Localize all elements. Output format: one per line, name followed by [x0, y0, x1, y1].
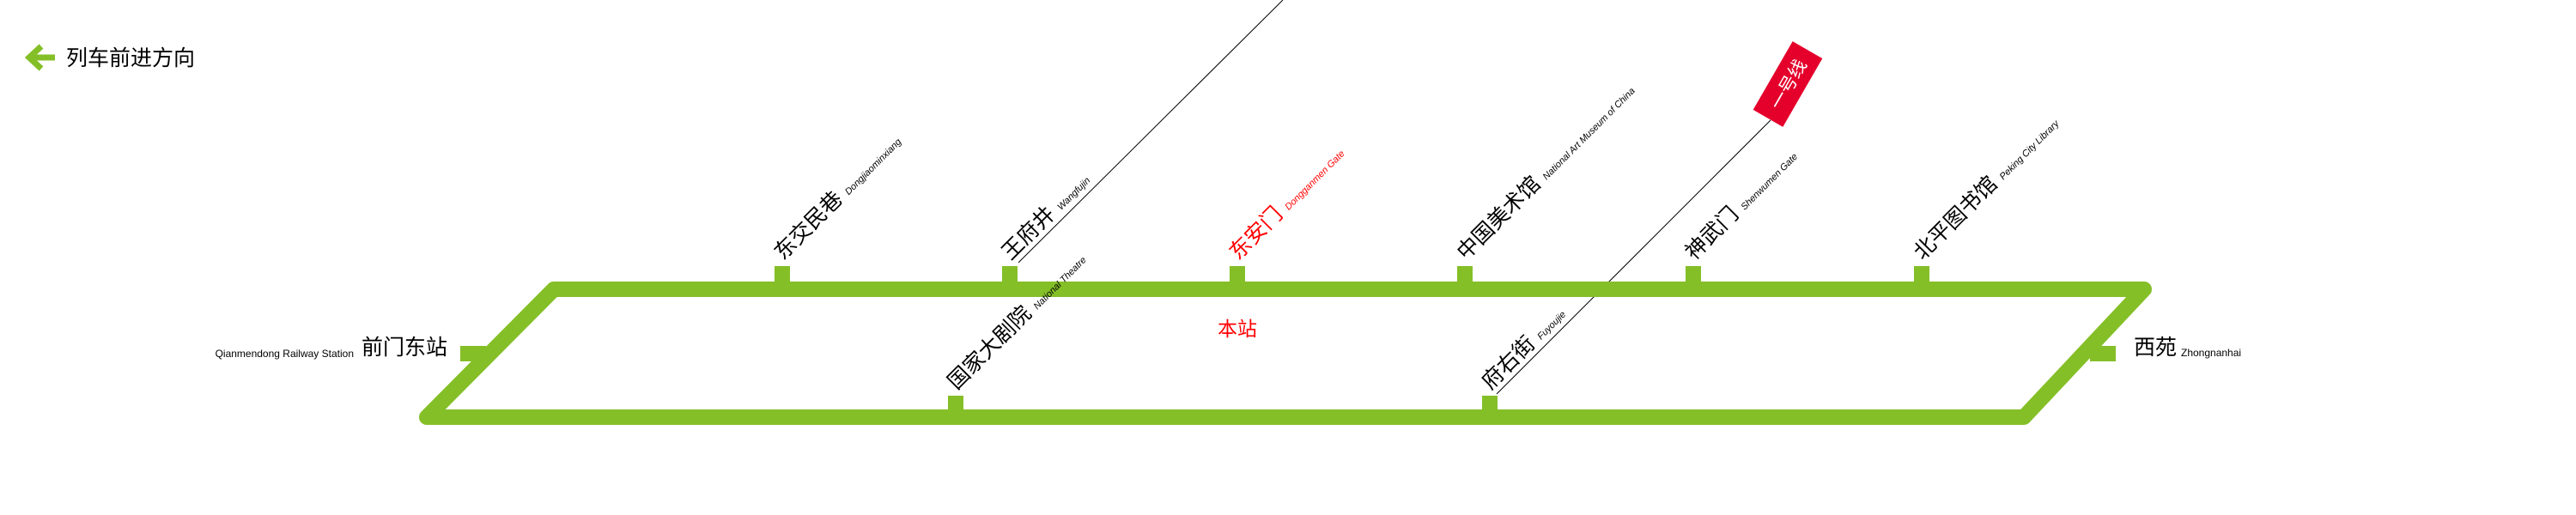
direction-label: 列车前进方向	[66, 45, 195, 70]
arrow-left-icon	[24, 44, 55, 71]
station-name-en: Dongjiaominxiang	[843, 136, 904, 197]
station-label[interactable]: 府右街Fuyoujie	[1477, 301, 1571, 395]
station-name-en: Peking City Library	[1998, 118, 2063, 182]
station-name-cn: 国家大剧院	[943, 300, 1036, 394]
station-tick-qianmendong[interactable]	[460, 346, 486, 361]
station-name-en: Shenwumen Gate	[1739, 152, 1800, 213]
station-tick-xiyuan[interactable]	[2090, 346, 2116, 361]
station-tick[interactable]	[1457, 266, 1473, 289]
station-tick-current[interactable]	[1230, 266, 1245, 289]
station-tick[interactable]	[1686, 266, 1701, 289]
station-label[interactable]: 东交民巷Dongjiaominxiang	[769, 128, 906, 264]
station-tick[interactable]	[1482, 396, 1498, 417]
terminal-left-en: Qianmendong Railway Station	[216, 348, 354, 360]
station-name-cn: 王府井	[997, 202, 1060, 265]
station-tick[interactable]	[1914, 266, 1929, 289]
station-label[interactable]: 中国美术馆National Art Museum of China	[1452, 77, 1639, 264]
current-station-label: 本站	[1218, 318, 1257, 341]
station-tick[interactable]	[1002, 266, 1018, 289]
station-label[interactable]: 北平图书馆Peking City Library	[1909, 109, 2064, 264]
station-name-cn: 中国美术馆	[1452, 171, 1546, 264]
metro-loop-line	[419, 282, 2152, 425]
terminal-right-en: Zhongnanhai	[2181, 347, 2241, 359]
station-name-cn: 东交民巷	[769, 186, 848, 264]
station-name-cn: 神武门	[1680, 202, 1744, 265]
station-tick[interactable]	[948, 396, 963, 417]
station-name-cn: 北平图书馆	[1909, 171, 2002, 264]
station-name-en: Dongganmen Gate	[1283, 148, 1346, 212]
station-label-current[interactable]: 东安门Dongganmen Gate	[1224, 140, 1349, 264]
station-name-en: National Art Museum of China	[1541, 86, 1637, 182]
connector-line-wangfujin	[1018, 0, 1284, 264]
station-name-cn: 府右街	[1477, 331, 1540, 395]
connector-line-fuyoujie	[1496, 119, 1771, 395]
line-badge-background	[1753, 41, 1823, 127]
station-name-en: Fuyoujie	[1535, 310, 1568, 342]
terminal-right-cn[interactable]: 西苑	[2134, 335, 2177, 360]
station-tick[interactable]	[775, 266, 790, 289]
station-label[interactable]: 神武门Shenwumen Gate	[1680, 143, 1801, 265]
line-badge[interactable]: 一号线	[1753, 41, 1823, 127]
terminal-left-cn[interactable]: 前门东站	[361, 335, 447, 360]
station-label[interactable]: 王府井Wangfujin	[997, 167, 1095, 265]
station-name-cn: 东安门	[1224, 202, 1288, 265]
